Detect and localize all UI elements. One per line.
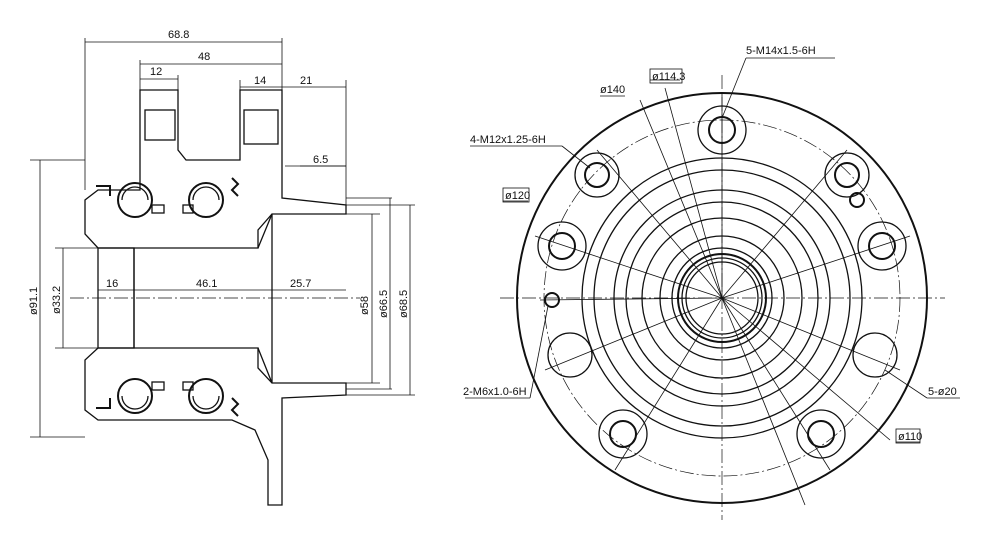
ball-upper-1 <box>117 182 153 218</box>
hub-section-upper <box>84 89 347 249</box>
front-view: 5-M14x1.5-6H ø114.3 ø140 4-M12x1.25-6H ø… <box>463 45 960 520</box>
dim-dia91-1: ø91.1 <box>28 287 40 315</box>
callout-m12: 4-M12x1.25-6H <box>470 134 546 146</box>
callout-dia110: ø110 <box>898 431 922 443</box>
dim-21: 21 <box>300 75 312 87</box>
stud-hole-upper-left <box>144 109 176 141</box>
callout-dia120: ø120 <box>505 190 530 202</box>
callout-m6: 2-M6x1.0-6H <box>463 386 527 398</box>
dim-dia33-2: ø33.2 <box>51 286 63 314</box>
ball-lower-1 <box>117 378 153 414</box>
section-view: 68.8 48 12 14 21 6.5 16 46.1 25.7 ø91.1 … <box>28 29 415 506</box>
dim-dia58: ø58 <box>359 296 371 315</box>
callout-m14: 5-M14x1.5-6H <box>746 45 816 57</box>
dim-16: 16 <box>106 278 118 290</box>
hub-section-lower <box>84 347 347 506</box>
ball-upper-2 <box>188 182 224 218</box>
m6-hole-2 <box>849 192 865 208</box>
dim-14: 14 <box>254 75 266 87</box>
stud-hole-upper-right <box>243 109 279 145</box>
dim-46-1: 46.1 <box>196 278 217 290</box>
radial-lines <box>534 87 911 506</box>
dim-dia68-5: ø68.5 <box>398 290 410 318</box>
dim-68-8: 68.8 <box>168 29 189 41</box>
dim-25-7: 25.7 <box>290 278 311 290</box>
m12-holes <box>547 152 898 378</box>
dim-12: 12 <box>150 66 162 78</box>
dim-dia66-5: ø66.5 <box>378 290 390 318</box>
callout-dia140: ø140 <box>600 84 625 96</box>
callout-dia114-3: ø114.3 <box>652 71 685 83</box>
dim-6-5: 6.5 <box>313 154 328 166</box>
stud-holes <box>537 105 907 459</box>
dim-48: 48 <box>198 51 210 63</box>
ball-lower-2 <box>188 378 224 414</box>
callout-5-dia20: 5-ø20 <box>928 386 957 398</box>
